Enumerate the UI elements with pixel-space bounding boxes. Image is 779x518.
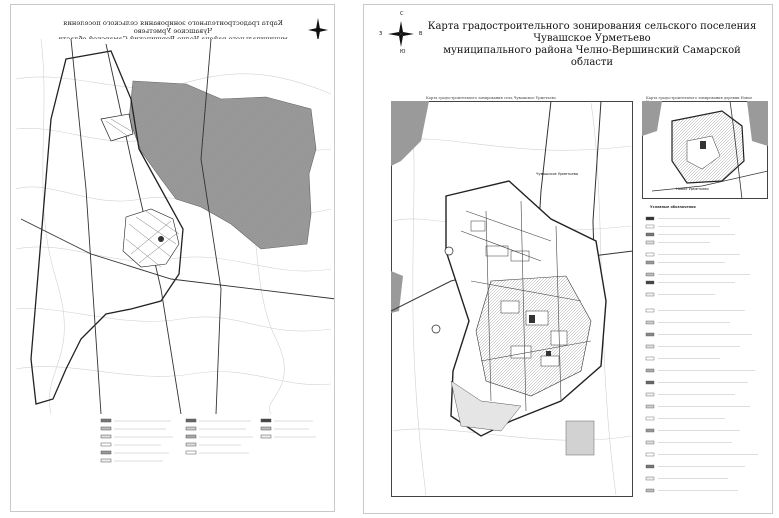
compass-north-label: С bbox=[400, 11, 404, 17]
legend-left bbox=[91, 413, 321, 503]
sheet-right-title-line2: муниципального района Челно-Вершинский С… bbox=[443, 45, 741, 68]
compass-rose-icon bbox=[308, 18, 328, 42]
main-map-caption: Карта градостроительного зонирования сел… bbox=[426, 96, 556, 100]
compass-east-label: В bbox=[419, 31, 423, 37]
territory-map-left bbox=[11, 39, 334, 414]
legend-title: Условные обозначения bbox=[650, 205, 696, 209]
compass-south-label: Ю bbox=[400, 49, 406, 55]
compass-rose-icon bbox=[388, 21, 414, 47]
sheet-right-title: Карта градостроительного зонирования сел… bbox=[422, 21, 762, 69]
map-sheet-right: С Ю З В Карта градостроительного зониров… bbox=[363, 4, 773, 514]
place-label-inset: Новое Урметьево bbox=[676, 187, 709, 191]
village-map-main bbox=[391, 101, 633, 497]
legend-right: Условные обозначения bbox=[640, 205, 770, 511]
compass-west-label: З bbox=[379, 31, 383, 37]
village-map-inset bbox=[642, 101, 768, 199]
place-label-main: Чувашское Урметьево bbox=[536, 172, 579, 176]
sheet-right-title-line1: Карта градостроительного зонирования сел… bbox=[427, 21, 757, 44]
sheet-left-title-line1: Карта градостроительного зонирования сел… bbox=[63, 19, 283, 35]
map-sheet-left: Карта градостроительного зонирования сел… bbox=[10, 4, 335, 512]
